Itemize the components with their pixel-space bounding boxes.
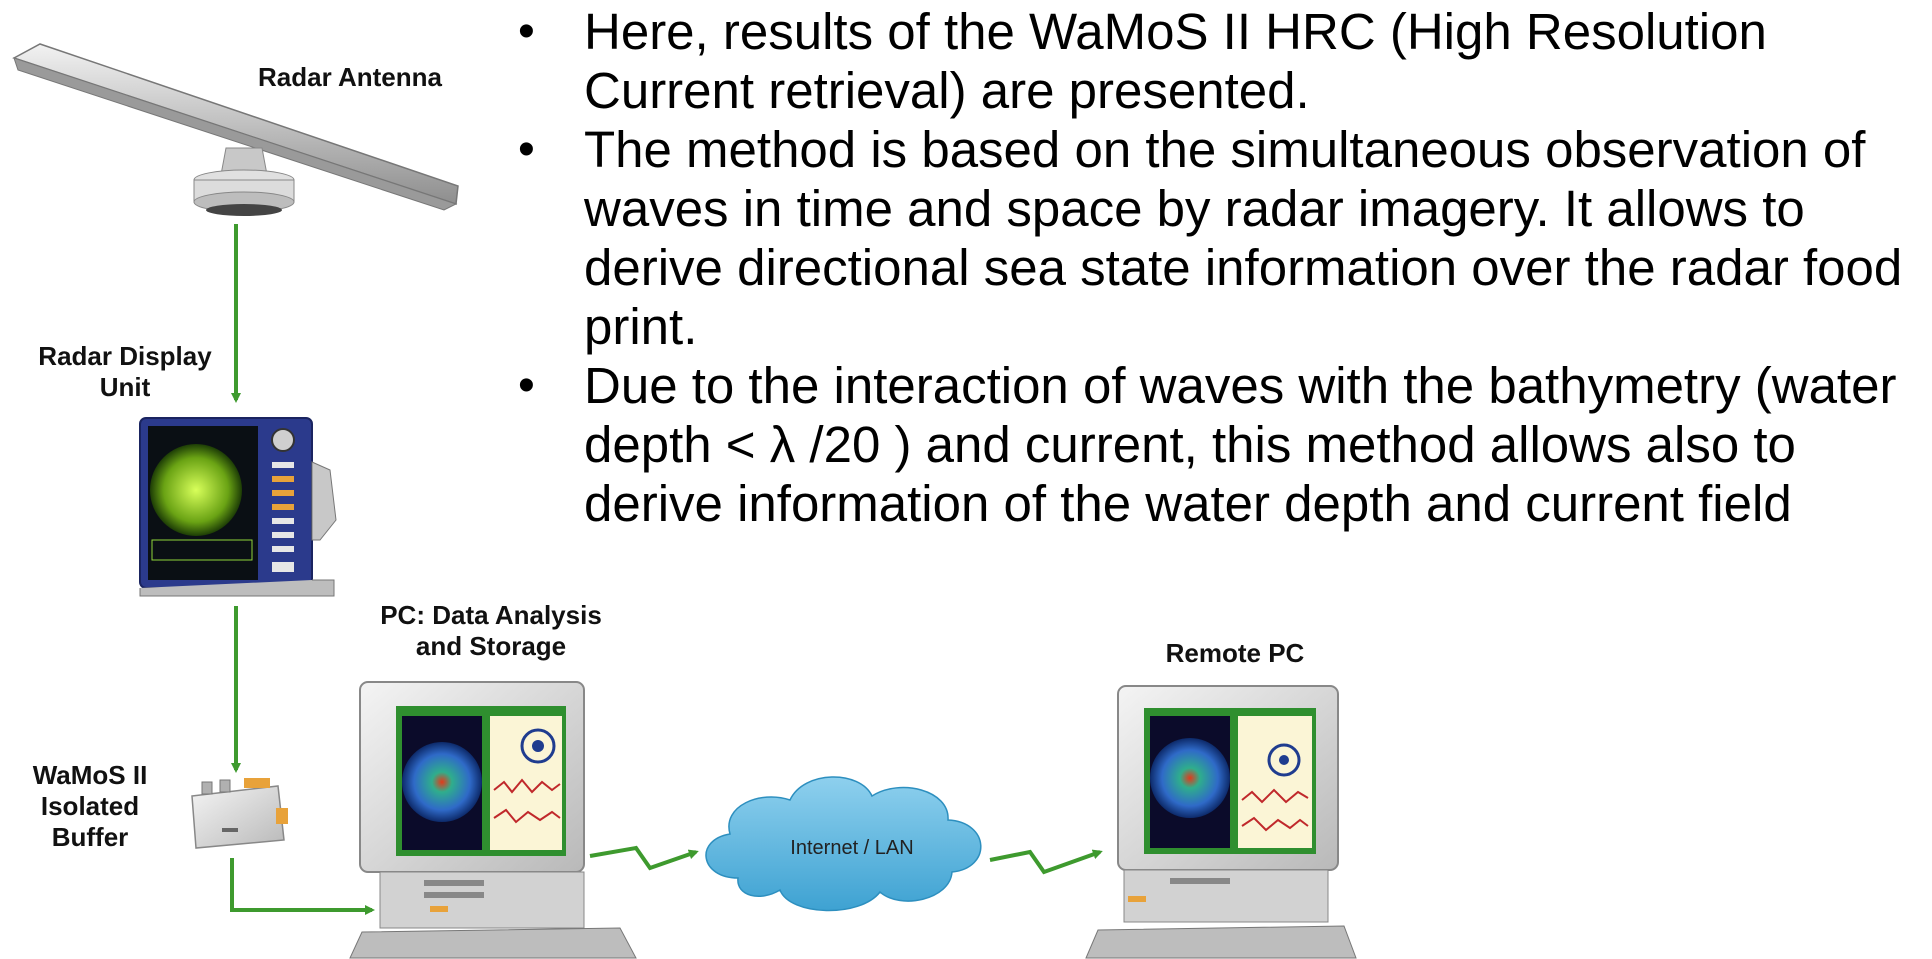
- pc-analysis-label: PC: Data Analysis and Storage: [380, 600, 602, 661]
- cloud-icon: Internet / LAN: [705, 776, 982, 912]
- cloud-to-remote-arrow: [989, 849, 1103, 875]
- pc-to-cloud-arrow: [589, 845, 699, 871]
- buffer-to-pc-arrow: [230, 858, 375, 915]
- bullet-text: Due to the interaction of waves with the…: [584, 357, 1897, 532]
- bullet-list: • Here, results of the WaMoS II HRC (High…: [500, 2, 1925, 533]
- bullet-text: The method is based on the simultaneous …: [584, 121, 1903, 355]
- bullet-item: • Due to the interaction of waves with th…: [500, 356, 1925, 533]
- buffer-box-icon: [191, 778, 288, 849]
- radar-display-icon: [139, 417, 337, 597]
- bullet-dot: •: [518, 359, 535, 412]
- bullet-item: • Here, results of the WaMoS II HRC (High…: [500, 2, 1925, 120]
- bullet-dot: •: [518, 5, 535, 58]
- bullet-item: • The method is based on the simultaneous…: [500, 120, 1925, 356]
- bullet-text: Here, results of the WaMoS II HRC (High …: [584, 3, 1767, 119]
- wamos-buffer-label: WaMoS II Isolated Buffer: [32, 760, 148, 852]
- radar-display-unit-label: Radar Display Unit: [38, 341, 212, 402]
- remote-pc-label: Remote PC: [1165, 638, 1305, 668]
- radar-antenna-label: Radar Antenna: [258, 62, 442, 92]
- connection-arrows: [230, 224, 1103, 915]
- radar-antenna-icon: [12, 43, 459, 216]
- bullet-dot: •: [518, 123, 535, 176]
- network-label: Internet / LAN: [790, 837, 913, 859]
- desktop-pc-icon: [349, 681, 637, 959]
- desktop-pc-icon: [1085, 685, 1357, 959]
